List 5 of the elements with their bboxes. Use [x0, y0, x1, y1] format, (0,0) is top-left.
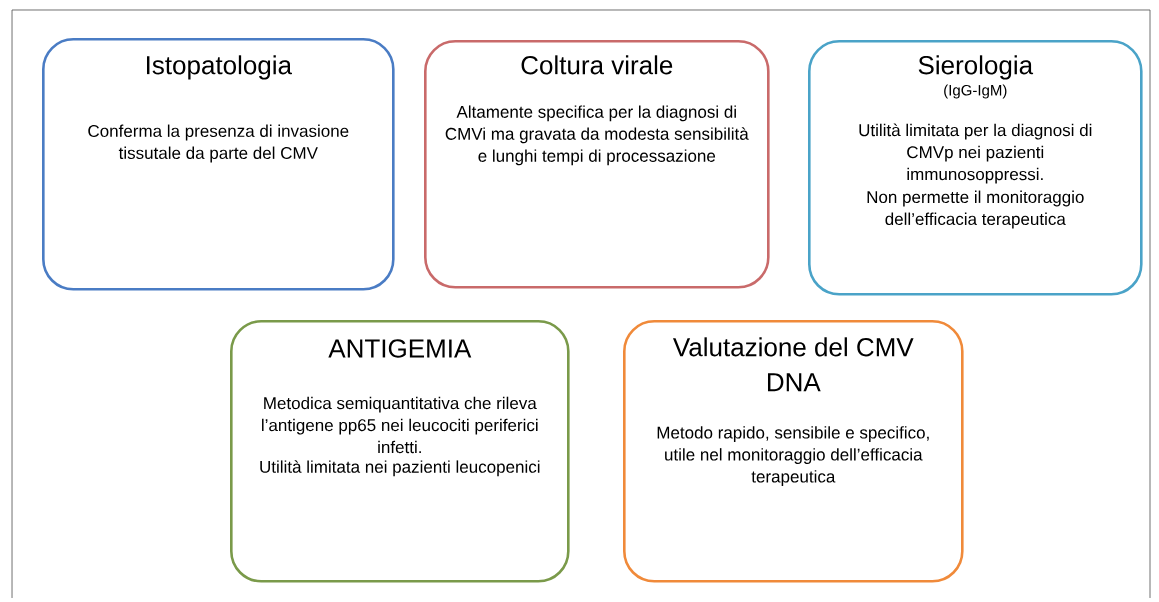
method-box: ANTIGEMIA Metodica semiquantitativa che rileva l’antigene pp65 nei leucociti periferici infetti. Utilità limitata nei pazienti leucopenici — [230, 320, 570, 583]
method-box: Istopatologia Conferma la presenza di invasione tissutale da parte del CMV — [42, 38, 395, 291]
method-box: Valutazione del CMV DNA Metodo rapido, sensibile e specifico, utile nel monitoraggio dell’efficacia terapeutica — [623, 320, 964, 583]
method-box: Coltura virale Altamente specifica per la diagnosi di CMVi ma gravata da modesta sensibilità e lunghi tempi di processazione — [424, 40, 770, 289]
method-box: Sierologia (IgG-IgM) Utilità limitata per la diagnosi di CMVp nei pazienti immunosoppressi. Non permette il monitoraggio dell’efficacia terapeutica — [808, 40, 1143, 296]
